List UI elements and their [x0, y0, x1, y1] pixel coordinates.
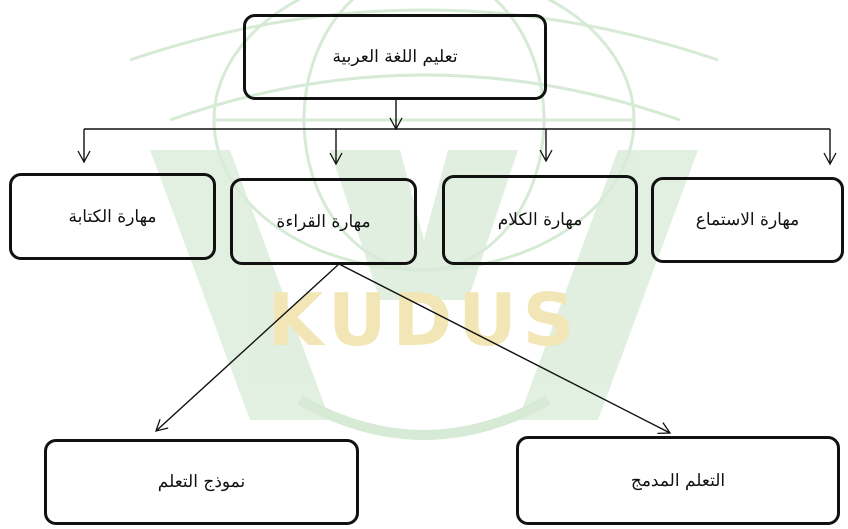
child-node-learning-model: نموذج التعلم — [44, 439, 359, 525]
skill-label-reading: مهارة القراءة — [276, 211, 371, 232]
root-label: تعليم اللغة العربية — [332, 47, 458, 67]
arrow-to-blended-learning — [338, 263, 672, 434]
skill-node-speaking: مهارة الكلام — [442, 175, 638, 265]
skill-node-writing: مهارة الكتابة — [9, 173, 216, 260]
child-label-learning-model: نموذج التعلم — [157, 472, 246, 492]
child-node-blended-learning: التعلم المدمج — [516, 436, 840, 525]
root-node: تعليم اللغة العربية — [243, 14, 547, 100]
skill-label-listening: مهارة الاستماع — [695, 210, 800, 230]
skill-node-reading: مهارة القراءة — [230, 178, 417, 265]
skill-label-speaking: مهارة الكلام — [497, 210, 583, 230]
skill-node-listening: مهارة الاستماع — [651, 177, 844, 263]
skill-label-writing: مهارة الكتابة — [68, 206, 157, 227]
child-label-blended-learning: التعلم المدمج — [630, 470, 726, 491]
arrow-to-learning-model — [154, 263, 340, 432]
